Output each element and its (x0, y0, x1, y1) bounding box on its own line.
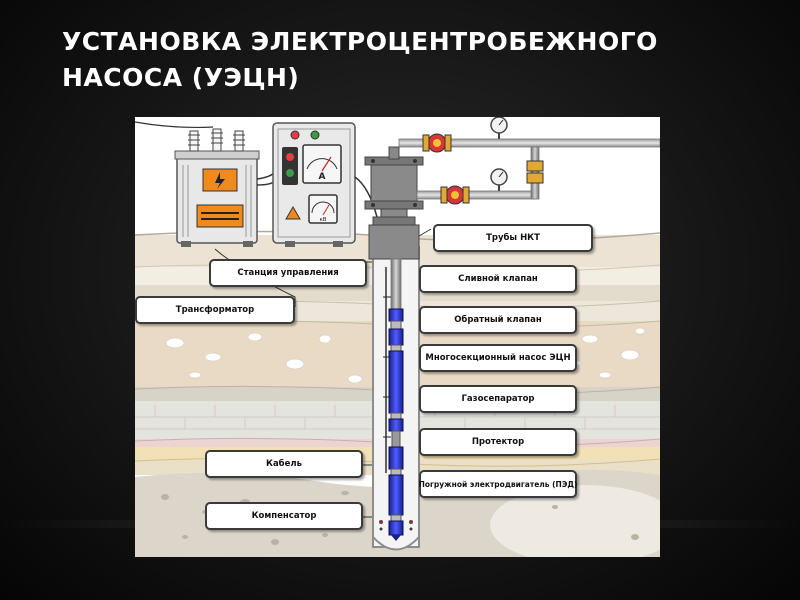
esp-installation-diagram: A кВ (135, 117, 660, 557)
transformer-icon (174, 128, 260, 247)
control-cabinet-icon: A кВ (272, 122, 356, 247)
cable-to-wellhead (354, 176, 378, 218)
label-cable: Кабель (205, 450, 363, 478)
label-protector: Протектор (419, 428, 577, 456)
check-valve-surface-icon (526, 160, 544, 184)
power-line (135, 121, 214, 129)
high-voltage-warning-icon (215, 172, 225, 189)
gate-valve-icon (440, 185, 470, 205)
ammeter-icon: A (302, 144, 342, 184)
voltmeter-label: кВ (319, 217, 326, 223)
label-transformer: Трансформатор (135, 296, 295, 324)
warning-triangle-icon (285, 206, 301, 220)
label-gas-separator: Газосепаратор (419, 385, 577, 413)
slide-title-line-1: УСТАНОВКА ЭЛЕКТРОЦЕНТРОБЕЖНОГО (62, 27, 658, 56)
label-drain-valve: Сливной клапан (419, 265, 577, 293)
pressure-gauge-icon (490, 117, 508, 139)
label-compensator: Компенсатор (205, 502, 363, 530)
label-check-valve: Обратный клапан (419, 306, 577, 334)
diagram-canvas: A кВ (135, 117, 660, 557)
ammeter-label: A (319, 172, 326, 182)
wellhead-icon (364, 146, 424, 260)
esp-string (379, 267, 413, 541)
gate-valve-icon (422, 133, 452, 153)
slide-title: УСТАНОВКА ЭЛЕКТРОЦЕНТРОБЕЖНОГО НАСОСА (У… (62, 24, 762, 96)
label-nkt-pipes: Трубы НКТ (433, 224, 593, 252)
label-control-station: Станция управления (209, 259, 367, 287)
slide-title-line-2: НАСОСА (УЭЦН) (62, 63, 300, 92)
pressure-gauge-icon (490, 168, 508, 191)
voltmeter-icon: кВ (308, 194, 338, 224)
label-submersible-motor: Погружной электродвигатель (ПЭД) (419, 470, 577, 498)
label-multistage-pump: Многосекционный насос ЭЦН (419, 344, 577, 372)
